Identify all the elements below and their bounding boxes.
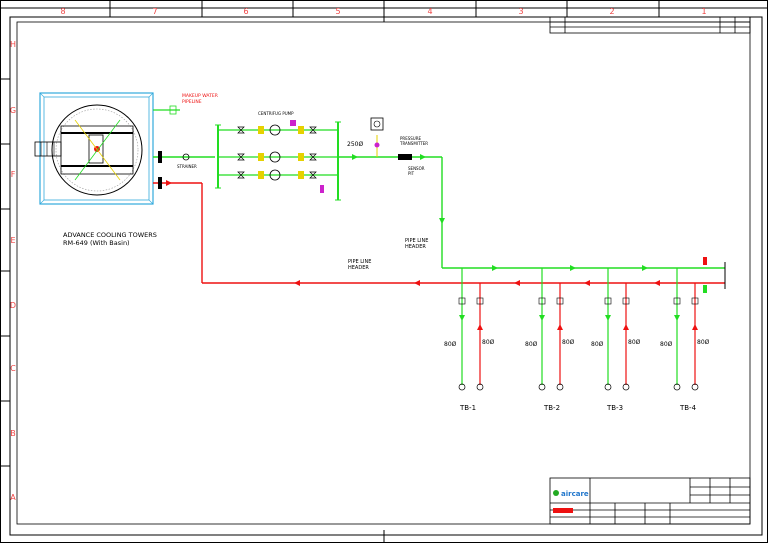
makeup-water-label: MAKEUP WATER	[182, 93, 218, 99]
column-label: 4	[427, 7, 432, 16]
column-label: 6	[243, 7, 248, 16]
branch-supply-size: 80Ø	[444, 341, 457, 348]
branch-tb-3	[604, 268, 630, 391]
column-label: 7	[152, 7, 157, 16]
flow-sensor-label-2: PIT	[408, 171, 415, 176]
row-label: A	[10, 493, 16, 502]
inner-drawing-border	[16, 21, 751, 525]
cooling-tower-label: ADVANCE COOLING TOWERS	[63, 231, 157, 239]
row-label: F	[11, 170, 16, 179]
row-label: B	[10, 429, 16, 438]
pressure-transmitter-label: PRESSURE	[400, 136, 422, 141]
row-label: H	[10, 40, 16, 49]
column-label: 1	[701, 7, 706, 16]
pump-label: CENTRIFUG PUMP	[258, 111, 294, 116]
return-header-label: PIPE LINE	[348, 259, 371, 265]
branch-tb-4	[673, 268, 699, 391]
tower-inlet-return	[153, 177, 203, 283]
branch-tag: TB-1	[459, 404, 476, 412]
column-label: 5	[335, 7, 340, 16]
supply-header	[442, 265, 725, 271]
row-label: D	[10, 301, 16, 310]
return-header-label-2: HEADER	[348, 265, 369, 271]
cooling-tower-model: RM-649 (With Basin)	[63, 239, 130, 247]
pump-skid	[215, 120, 341, 201]
branch-tag: TB-3	[606, 404, 623, 412]
tower-outlet-supply	[153, 151, 215, 163]
return-header	[202, 257, 726, 293]
main-supply-line	[338, 117, 445, 268]
branch-return-size: 80Ø	[628, 339, 641, 346]
logo-text: aircare	[561, 490, 589, 498]
branch-return-size: 80Ø	[482, 339, 495, 346]
makeup-water-label-2: PIPELINE	[182, 99, 202, 105]
branch-tb-2	[538, 268, 564, 391]
branch-return-size: 80Ø	[562, 339, 575, 346]
row-label: E	[10, 236, 15, 245]
column-labels: 8 7 6 5 4 3 2 1	[60, 7, 706, 16]
supply-header-label: PIPE LINE	[405, 238, 428, 244]
branch-supply-size: 80Ø	[525, 341, 538, 348]
branch-supply-size: 80Ø	[660, 341, 673, 348]
strainer-label: STRAINER	[177, 164, 197, 169]
branch-tag: TB-2	[543, 404, 560, 412]
title-block	[549, 477, 751, 525]
branch-supply-size: 80Ø	[591, 341, 604, 348]
column-label: 3	[518, 7, 523, 16]
branch-tag: TB-4	[679, 404, 697, 412]
column-label: 8	[60, 7, 65, 16]
branch-return-size: 80Ø	[697, 339, 710, 346]
supply-header-label-2: HEADER	[405, 244, 426, 250]
flow-sensor-label: SENSOR	[408, 166, 425, 171]
pressure-transmitter-label-2: TRANSMITTER	[399, 141, 428, 146]
row-labels: H G F E D C B A	[10, 40, 16, 502]
column-label: 2	[609, 7, 614, 16]
main-pipe-size: 250Ø	[347, 141, 363, 148]
row-label: G	[10, 106, 16, 115]
branch-tb-1	[458, 268, 484, 391]
cooling-tower	[34, 92, 154, 205]
company-logo: aircare	[553, 490, 589, 513]
revision-block	[549, 16, 751, 34]
makeup-water-line	[153, 105, 180, 115]
row-label: C	[10, 364, 16, 373]
